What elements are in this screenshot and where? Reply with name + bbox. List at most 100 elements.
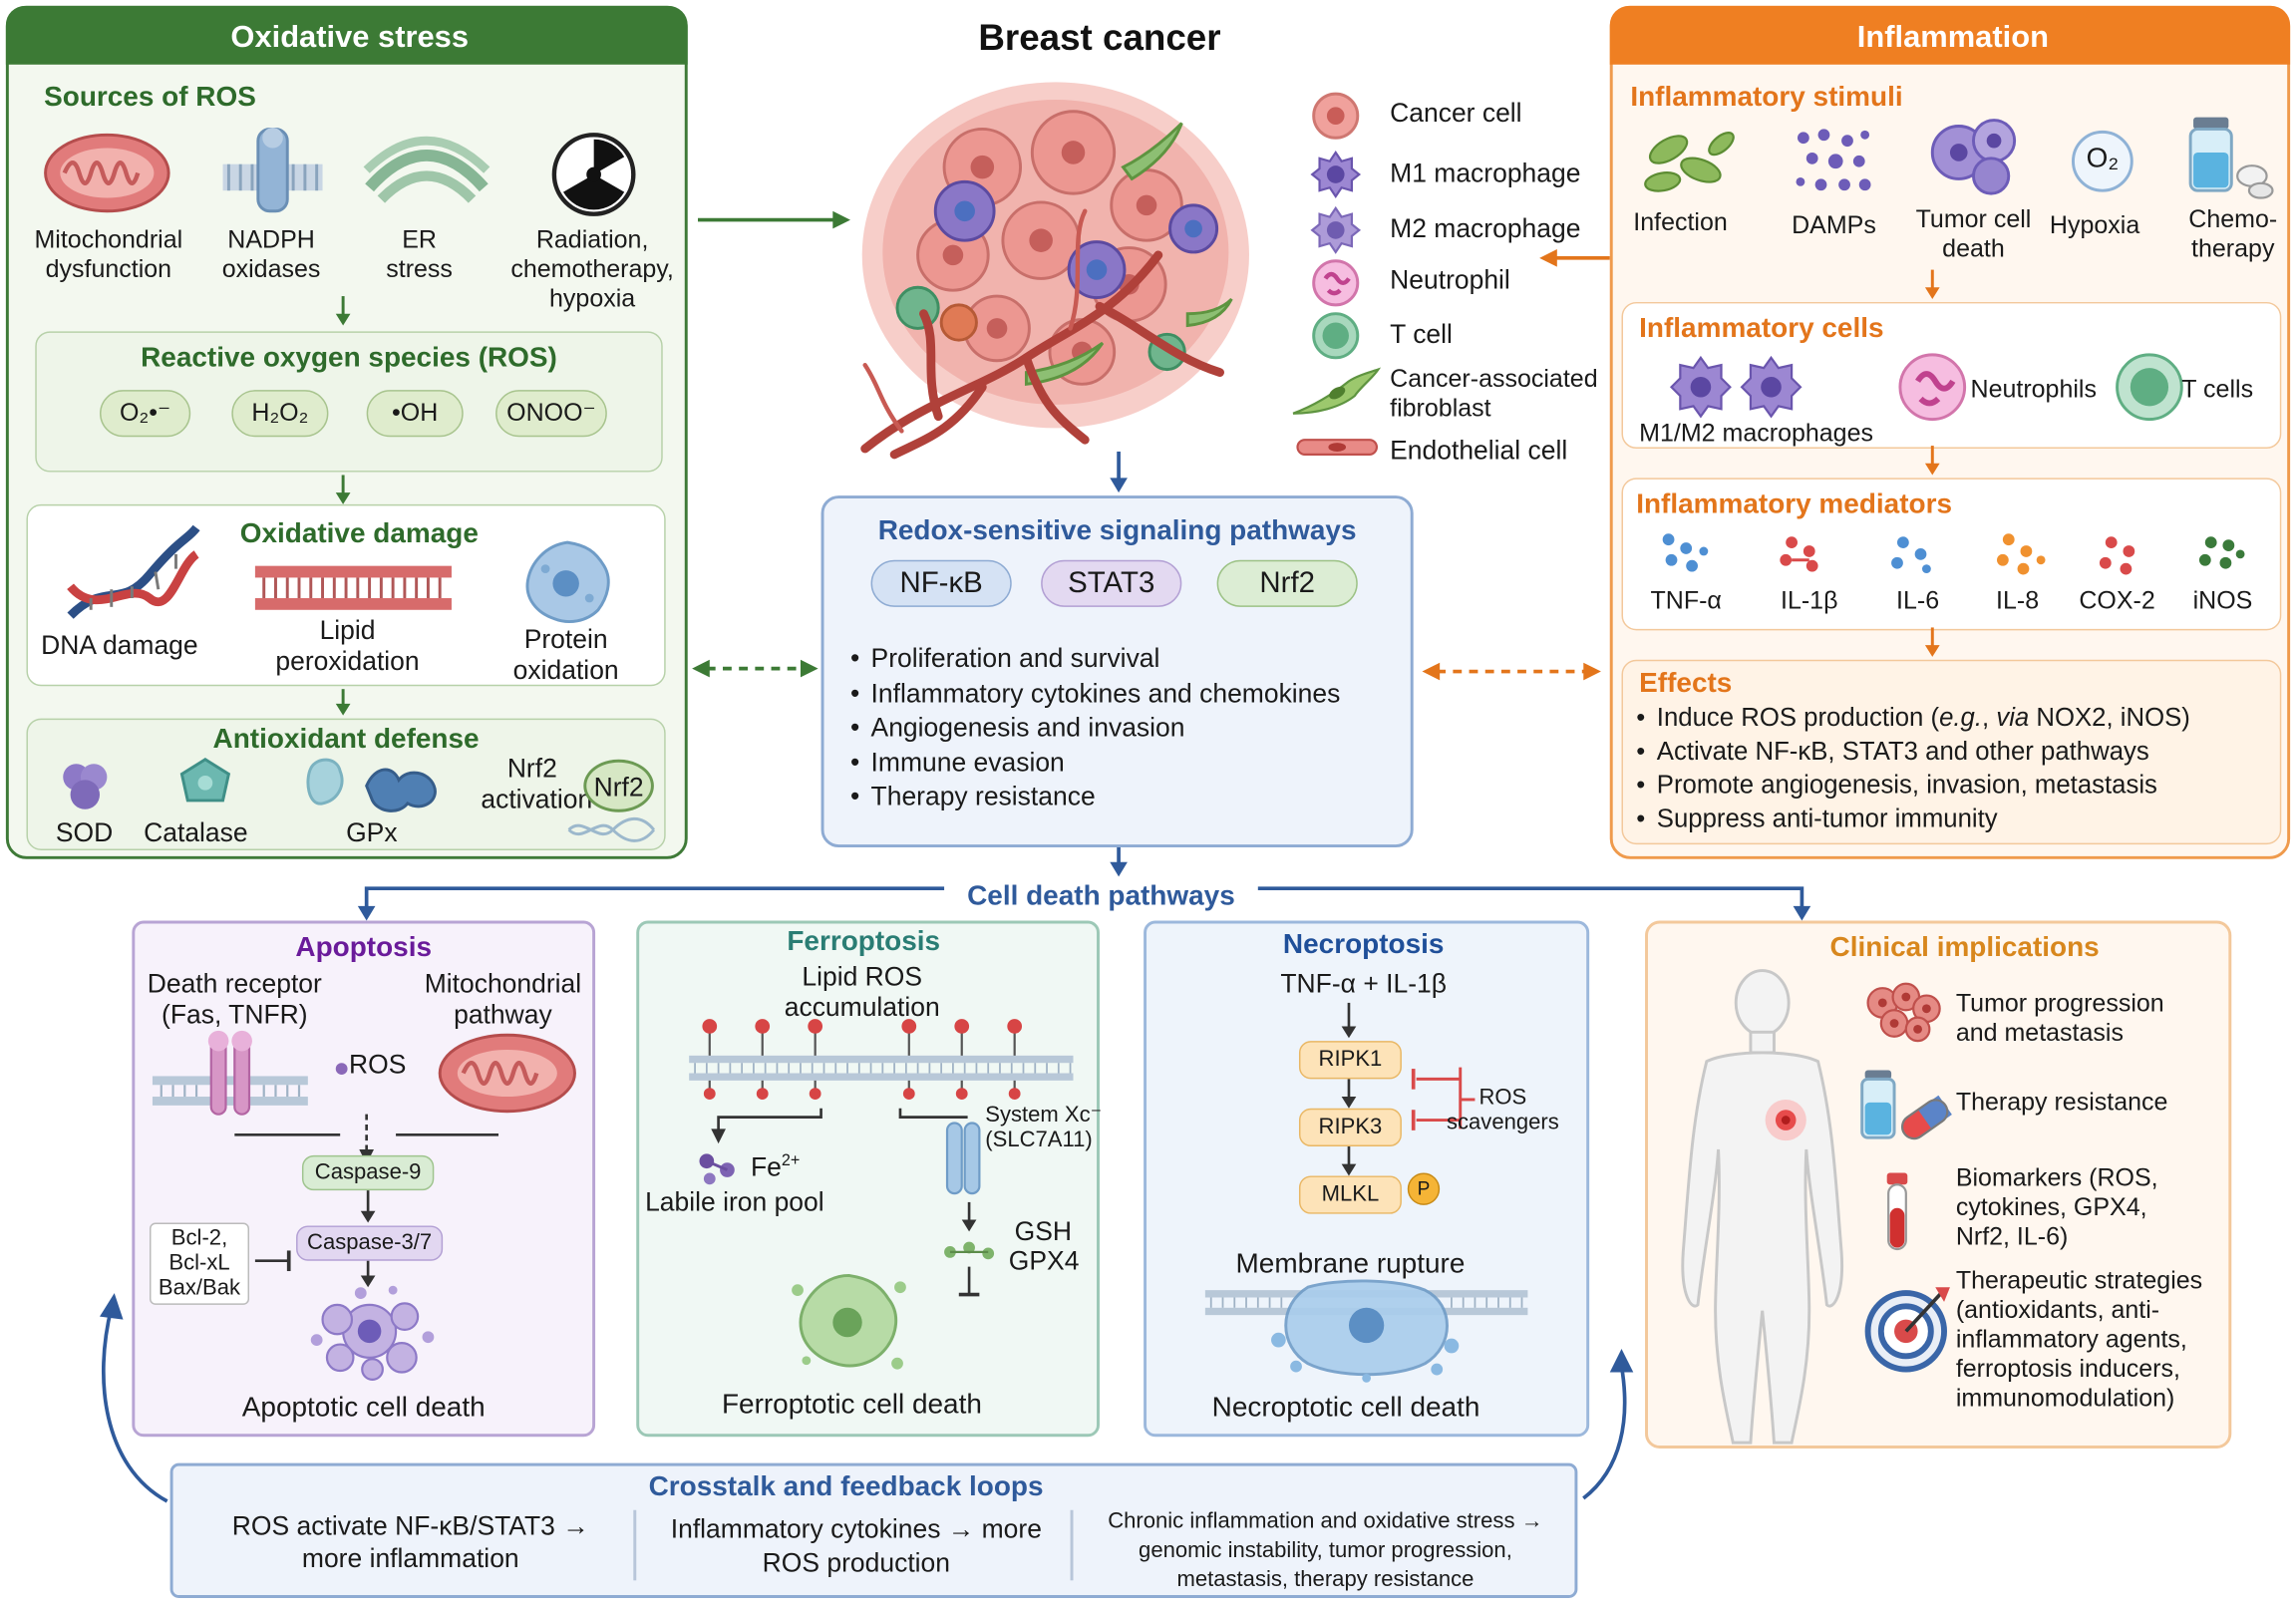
- damage-label-dna: DNA damage: [41, 630, 198, 660]
- protein-icon: [525, 540, 610, 623]
- inflammation-title: Inflammation: [1856, 20, 2049, 55]
- endothelial-cell-icon: [1296, 439, 1379, 456]
- gpx4-label: GPX4: [1008, 1246, 1080, 1276]
- mediator-label-il8: IL-8: [1996, 586, 2040, 615]
- crosstalk-divider-2: [1070, 1509, 1073, 1581]
- lipid-ros-label: Lipid ROS accumulation: [784, 961, 940, 1023]
- legend-label-m2-macrophage: M2 macrophage: [1390, 213, 1581, 244]
- ros-hydroxyl: •OH: [366, 390, 464, 438]
- gpx4-inhibition: [958, 1266, 980, 1297]
- arrow-oxidative-to-tumor: [698, 210, 850, 229]
- antioxidant-label-gpx: GPx: [346, 817, 398, 848]
- gsh-label: GSH: [1014, 1216, 1073, 1247]
- fibroblast-icon: [1292, 367, 1382, 415]
- redox-bullet-2: Angiogenesis and invasion: [850, 711, 1340, 746]
- feedback-arrow-right: [1582, 1348, 1634, 1500]
- effects-list: Induce ROS production (e.g., via NOX2, i…: [1636, 701, 2190, 835]
- feedback-arrow-left: [100, 1293, 168, 1503]
- ros-hydrogen-peroxide: H₂O₂: [231, 390, 329, 438]
- pathway-pill-stat3: STAT3: [1041, 559, 1182, 607]
- arrow-mediators-to-effects: [1924, 627, 1940, 657]
- redox-bullet-0: Proliferation and survival: [850, 642, 1340, 677]
- ros-title: Reactive oxygen species (ROS): [141, 343, 557, 375]
- tumor-microenvironment-illustration: [860, 82, 1249, 460]
- inflammatory-mediators-title: Inflammatory mediators: [1636, 489, 1953, 521]
- oxygen-icon: [2071, 130, 2133, 192]
- ripk1-box: RIPK1: [1298, 1041, 1402, 1080]
- arrow-casp9-to-casp37: [360, 1190, 376, 1223]
- stimulus-label-chemotherapy: Chemo-therapy: [2188, 204, 2278, 263]
- crosstalk-item-0: ROS activate NF-κB/STAT3 → more inflamma…: [231, 1511, 589, 1573]
- mitochondrial-pathway-label: Mitochondrial pathway: [424, 969, 582, 1030]
- macrophage-pair-icon: [1669, 355, 1803, 419]
- t-cell-large-icon: [2116, 353, 2183, 422]
- t-cell-icon: [1312, 312, 1360, 360]
- m1-macrophage-icon: [1310, 150, 1362, 199]
- gsh-icon: [944, 1241, 995, 1260]
- ferroptosis-connectors: [711, 1108, 968, 1144]
- dead-tumor-cell-icon: [1930, 119, 2017, 195]
- neutrophil-cell-icon: [1898, 353, 1967, 422]
- arrow-casp37-to-death: [360, 1260, 376, 1288]
- oxidative-damage-title: Oxidative damage: [239, 518, 479, 550]
- arrow-ripk3-to-mlkl: [1341, 1146, 1357, 1176]
- cell-label-neutrophils: Neutrophils: [1970, 375, 2097, 404]
- cell-label-t-cells: T cells: [2181, 375, 2254, 404]
- source-label-nadph: NADPH oxidases: [221, 225, 321, 283]
- inflammatory-cells-title: Inflammatory cells: [1639, 313, 1884, 345]
- bcl2-inhibition: [254, 1250, 291, 1272]
- ros-dot-icon: [335, 1063, 348, 1075]
- sod-icon: [63, 764, 108, 809]
- ros-scavengers-label: ROS scavengers: [1446, 1085, 1559, 1135]
- dashed-arrow-redox-inflammation: [1422, 662, 1601, 681]
- sources-of-ros-title: Sources of ROS: [44, 82, 256, 114]
- necroptotic-cell-death-label: Necroptotic cell death: [1211, 1393, 1480, 1424]
- membrane-rupture-label: Membrane rupture: [1235, 1248, 1466, 1280]
- effects-title: Effects: [1639, 668, 1733, 700]
- damage-label-lipid: Lipid peroxidation: [275, 615, 420, 676]
- stimulus-label-infection: Infection: [1633, 207, 1728, 236]
- ros-superoxide: O₂•⁻: [100, 390, 191, 438]
- antioxidant-label-catalase: Catalase: [144, 817, 248, 848]
- death-receptor-icon: [152, 1030, 308, 1116]
- catalase-icon: [179, 758, 231, 803]
- necroptosis-trigger-label: TNF-α + IL-1β: [1280, 969, 1447, 999]
- inflammatory-stimuli-title: Inflammatory stimuli: [1630, 82, 1903, 114]
- cell-label-macrophages: M1/M2 macrophages: [1639, 419, 1874, 448]
- legend-label-neutrophil: Neutrophil: [1390, 265, 1510, 295]
- redox-bullets: Proliferation and survival Inflammatory …: [850, 642, 1340, 814]
- stimulus-label-tumor-cell-death: Tumor cell death: [1915, 204, 2032, 263]
- m2-macrophage-icon: [1310, 205, 1362, 254]
- ferroptotic-cell-icon: [792, 1273, 906, 1370]
- crosstalk-item-1: Inflammatory cytokines → more ROS produc…: [670, 1514, 1042, 1578]
- labile-iron-pool-label: Labile iron pool: [645, 1187, 824, 1217]
- redox-bullet-1: Inflammatory cytokines and chemokines: [850, 677, 1340, 712]
- human-body-icon: [1681, 969, 1844, 1445]
- iron-icon: [699, 1153, 735, 1185]
- mediator-label-cox2: COX-2: [2079, 586, 2155, 615]
- chemotherapy-icon: [2188, 117, 2274, 199]
- ferroptotic-cell-death-label: Ferroptotic cell death: [721, 1390, 982, 1422]
- clinical-label-therapy-resistance: Therapy resistance: [1955, 1088, 2168, 1117]
- er-icon: [363, 136, 491, 203]
- tumor-icon: [1866, 982, 1941, 1043]
- target-icon: [1864, 1287, 1950, 1373]
- clinical-label-therapeutic-strategies: Therapeutic strategies (antioxidants, an…: [1955, 1266, 2203, 1413]
- death-receptor-label: Death receptor (Fas, TNFR): [147, 969, 322, 1030]
- lipid-membrane-ros-icon: [689, 1019, 1074, 1100]
- caspase-9-box: Caspase-9: [301, 1154, 435, 1191]
- bacteria-icon: [1644, 132, 1735, 192]
- breast-cancer-title: Breast cancer: [978, 17, 1221, 59]
- redox-title: Redox-sensitive signaling pathways: [877, 515, 1357, 547]
- legend-label-m1-macrophage: M1 macrophage: [1390, 158, 1581, 188]
- crosstalk-item-2: Chronic inflammation and oxidative stres…: [1108, 1508, 1543, 1593]
- nrf2-activation-label: Nrf2 activation: [481, 753, 593, 814]
- necroptosis-title: Necroptosis: [1282, 929, 1445, 961]
- mediator-label-il1b: IL-1β: [1781, 586, 1838, 615]
- crosstalk-panel: [169, 1462, 1578, 1598]
- oxidative-stress-panel: Oxidative stress Sources of ROS Mitochon…: [5, 5, 688, 859]
- arrow-trigger-to-ripk1: [1341, 1002, 1357, 1039]
- apoptosis-ros-label: ROS: [349, 1049, 407, 1080]
- drug-icon: [1860, 1070, 1952, 1140]
